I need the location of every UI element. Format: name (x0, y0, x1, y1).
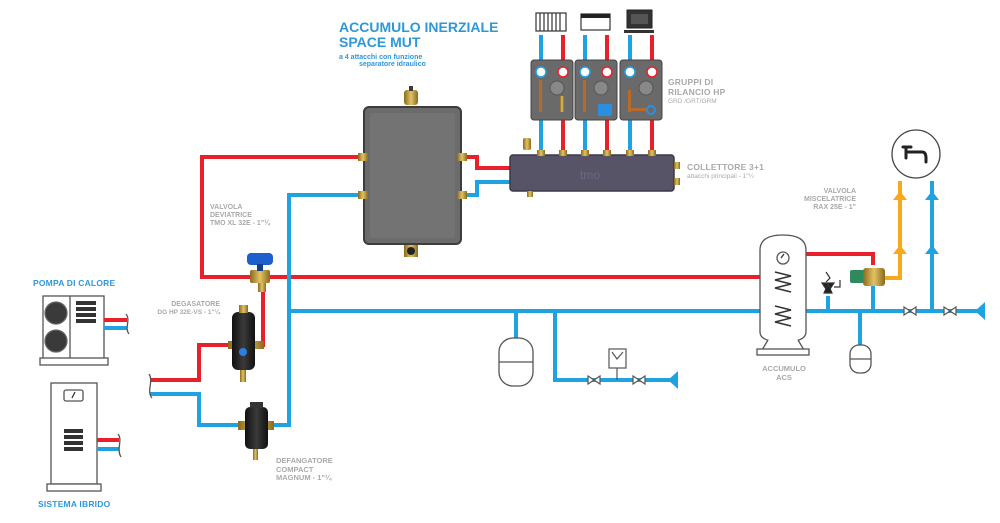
label-line: RILANCIO HP (668, 86, 726, 97)
vent-grille-icon (64, 429, 83, 451)
arrow-up-icon (925, 245, 939, 254)
thermometer-icon (776, 251, 790, 265)
thermometer-icon (624, 66, 636, 78)
cold-pipe-fill (553, 311, 670, 382)
label-pump-groups: GRUPPI DI RILANCIO HP GRD /GRT/GRM (668, 77, 726, 105)
pump-group-3[interactable] (619, 59, 663, 121)
degasser[interactable] (228, 305, 264, 382)
arrow-end-icon (975, 302, 985, 320)
expansion-vessel-icon[interactable] (849, 344, 872, 374)
tank-fitting (358, 191, 368, 199)
collector[interactable]: tmo (509, 138, 680, 197)
mixing-valve-actuator (598, 104, 612, 116)
title-subtitle2: separatore idraulico (359, 61, 426, 69)
heating-coil-icon (774, 271, 792, 293)
label-line: GRUPPI DI (668, 77, 714, 87)
floor-heating-icon (580, 13, 611, 31)
flow-arrows (668, 191, 985, 389)
thermometer-icon (646, 66, 658, 78)
diagram-title: ACCUMULO INERZIALE SPACE MUT a 4 attacch… (339, 19, 499, 69)
label-line: DEVIATRICE (210, 212, 252, 220)
heat-pump[interactable] (39, 295, 130, 366)
hot-pipe-collector (461, 155, 512, 170)
arrow-end-icon (668, 371, 678, 389)
valve-icon[interactable] (943, 305, 957, 317)
hot-pipe-acs-mixer (805, 252, 875, 265)
dhw-tank[interactable] (756, 234, 810, 356)
valve-icon[interactable] (632, 374, 646, 386)
title-line2: SPACE MUT (339, 34, 421, 51)
label-dirt-separator: DEFANGATORE COMPACT MAGNUM - 1"¼ (276, 456, 333, 483)
tank-fitting (457, 153, 467, 161)
collector-brand: tmo (580, 168, 600, 182)
thermometer-icon (601, 66, 613, 78)
thermostatic-mixing-valve[interactable] (850, 268, 885, 286)
label-line: MAGNUM - 1"¼ (276, 473, 332, 483)
label-diverter-valve: VALVOLA DEVIATRICE TMO XL 32E - 1"¼ (210, 204, 270, 228)
label-line: VALVOLA (823, 188, 856, 195)
valve-icon[interactable] (903, 305, 917, 317)
inertial-tank[interactable] (358, 86, 467, 257)
thermometer-icon (579, 66, 591, 78)
fan-coil-icon (624, 9, 654, 33)
label-hybrid-system: SISTEMA IBRIDO (38, 499, 111, 510)
label-line: DEGASATORE (171, 301, 220, 308)
cold-pipe-heatpump (150, 392, 240, 427)
label-heat-pump: POMPA DI CALORE (33, 278, 116, 289)
tank-fitting (358, 153, 368, 161)
pressure-reducer-icon[interactable] (608, 348, 627, 380)
pump-icon (638, 80, 654, 96)
pump-group-2[interactable] (574, 59, 618, 121)
label-mixing-valve: VALVOLA MISCELATRICE RAX 25E - 1" (783, 188, 856, 212)
label-line: POMPA DI CALORE (33, 278, 116, 288)
label-sub: attacchi principali - 1"¼ (687, 172, 754, 180)
label-sub: GRD /GRT/GRM (668, 97, 717, 105)
air-vent-icon (404, 86, 418, 105)
dirt-separator[interactable] (238, 402, 274, 460)
pump-icon (549, 80, 565, 96)
label-line: DEFANGATORE (276, 456, 333, 465)
title-line1: ACCUMULO INERZIALE (339, 19, 499, 35)
label-line: RAX 25E - 1" (813, 204, 856, 212)
label-line: DG HP 32E-VS - 1"¼ (157, 309, 220, 317)
arrow-up-icon (925, 191, 939, 200)
mixed-pipe-faucet (885, 181, 902, 280)
thermometer-icon (535, 66, 547, 78)
fan-icon (44, 329, 68, 353)
expansion-vessel-icon[interactable] (498, 337, 534, 387)
faucet-icon[interactable] (891, 129, 941, 179)
hot-pipe-tank-supply (200, 155, 363, 279)
fan-icon (44, 301, 68, 325)
label-line: COLLETTORE 3+1 (687, 162, 765, 172)
label-line: TMO XL 32E - 1"¼ (210, 220, 270, 228)
label-line: SISTEMA IBRIDO (38, 499, 111, 509)
hybrid-system[interactable] (46, 382, 122, 492)
valve-icon[interactable] (587, 374, 601, 386)
pump-group-1[interactable] (530, 59, 574, 121)
pipe-break-icon (148, 373, 153, 399)
vent-grille-icon (76, 301, 96, 323)
thermometer-icon (557, 66, 569, 78)
cold-pipe-collector (461, 180, 512, 197)
pump-groups (530, 9, 663, 121)
label-line: MISCELATRICE (804, 196, 856, 204)
label-dhw-tank: ACCUMULO ACS (758, 364, 810, 382)
radiator-icon (535, 12, 567, 32)
label-degasser: DEGASATORE DG HP 32E-VS - 1"¼ (150, 301, 220, 317)
label-line: ACS (776, 372, 792, 382)
arrow-up-icon (893, 191, 907, 200)
hot-pipe-heatpump (150, 343, 230, 382)
label-line: COMPACT (276, 464, 314, 474)
diverter-valve[interactable] (247, 253, 273, 292)
pump-icon (593, 80, 609, 96)
drain-valve-icon (404, 245, 418, 257)
heating-coil-icon (774, 305, 792, 327)
label-collector: COLLETTORE 3+1 attacchi principali - 1"¼ (687, 162, 765, 180)
arrow-up-icon (893, 245, 907, 254)
title-subtitle1: a 4 attacchi con funzione (339, 53, 423, 61)
safety-valve-icon[interactable] (820, 271, 841, 294)
label-line: ACCUMULO (762, 364, 806, 373)
label-line: VALVOLA (210, 204, 243, 211)
tank-fitting (457, 191, 467, 199)
